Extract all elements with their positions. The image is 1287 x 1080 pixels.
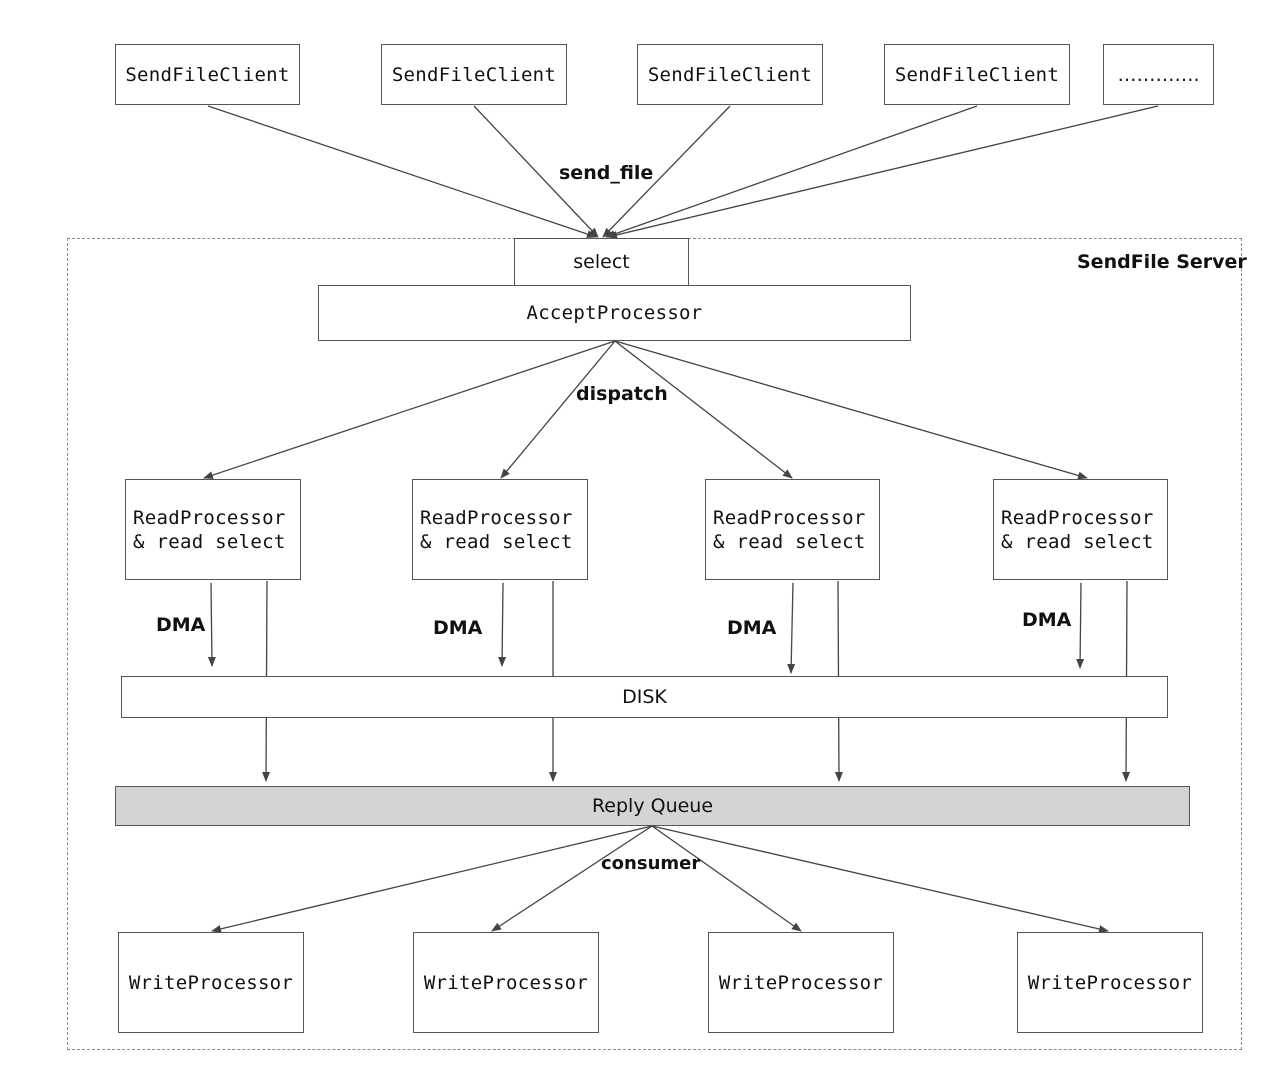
- select-box: select: [514, 238, 689, 286]
- arrow-dispatch-2: [500, 340, 616, 479]
- write-processor-box: WriteProcessor: [413, 932, 599, 1033]
- arrow-client-3-to-select: [602, 105, 731, 238]
- read-processor-title: ReadProcessor: [420, 506, 573, 529]
- arrow-client-1-to-select: [207, 105, 597, 238]
- arrow-dma-1: [207, 582, 216, 667]
- read-processor-box: ReadProcessor & read select: [705, 479, 880, 580]
- write-processor-box: WriteProcessor: [118, 932, 304, 1033]
- arrow-consumer-2: [491, 825, 653, 932]
- arrow-consumer-1: [211, 825, 653, 933]
- reply-queue-box: Reply Queue: [115, 786, 1190, 826]
- read-processor-title: ReadProcessor: [133, 506, 286, 529]
- arrow-dma-4: [1076, 582, 1085, 669]
- arrow-dispatch-1: [203, 340, 616, 479]
- sendfile-server-boundary: [67, 238, 1242, 1050]
- read-processor-subtitle: & read select: [133, 530, 286, 553]
- client-box-ellipsis: ………….: [1103, 44, 1214, 105]
- sendfile-server-label: SendFile Server: [1077, 251, 1247, 273]
- read-processor-title: ReadProcessor: [1001, 506, 1154, 529]
- read-processor-subtitle: & read select: [1001, 530, 1154, 553]
- arrow-client-4-to-select: [605, 105, 978, 238]
- send-file-label: send_file: [559, 162, 654, 184]
- dma-label: DMA: [156, 614, 206, 636]
- arrow-client-5-to-select: [607, 105, 1159, 239]
- accept-processor-box: AcceptProcessor: [318, 285, 911, 341]
- client-box: SendFileClient: [115, 44, 300, 105]
- read-processor-box: ReadProcessor & read select: [125, 479, 301, 580]
- dispatch-label: dispatch: [576, 383, 668, 405]
- disk-box: DISK: [121, 676, 1168, 718]
- consumer-label: consumer: [601, 853, 701, 874]
- read-processor-box: ReadProcessor & read select: [412, 479, 588, 580]
- read-processor-subtitle: & read select: [420, 530, 573, 553]
- read-processor-title: ReadProcessor: [713, 506, 866, 529]
- arrow-client-2-to-select: [473, 105, 599, 238]
- read-processor-box: ReadProcessor & read select: [993, 479, 1168, 580]
- arrow-dispatch-4: [614, 340, 1088, 480]
- arrow-dma-2: [498, 582, 507, 667]
- client-box: SendFileClient: [637, 44, 823, 105]
- dma-label: DMA: [433, 617, 483, 639]
- dma-label: DMA: [727, 617, 777, 639]
- client-box: SendFileClient: [884, 44, 1070, 105]
- read-processor-subtitle: & read select: [713, 530, 866, 553]
- write-processor-box: WriteProcessor: [708, 932, 894, 1033]
- write-processor-box: WriteProcessor: [1017, 932, 1203, 1033]
- client-box: SendFileClient: [381, 44, 567, 105]
- arrow-dispatch-3: [614, 340, 793, 479]
- arrow-consumer-3: [651, 825, 802, 932]
- arrow-consumer-4: [651, 825, 1109, 933]
- dma-label: DMA: [1022, 609, 1072, 631]
- arrow-dma-3: [787, 582, 796, 674]
